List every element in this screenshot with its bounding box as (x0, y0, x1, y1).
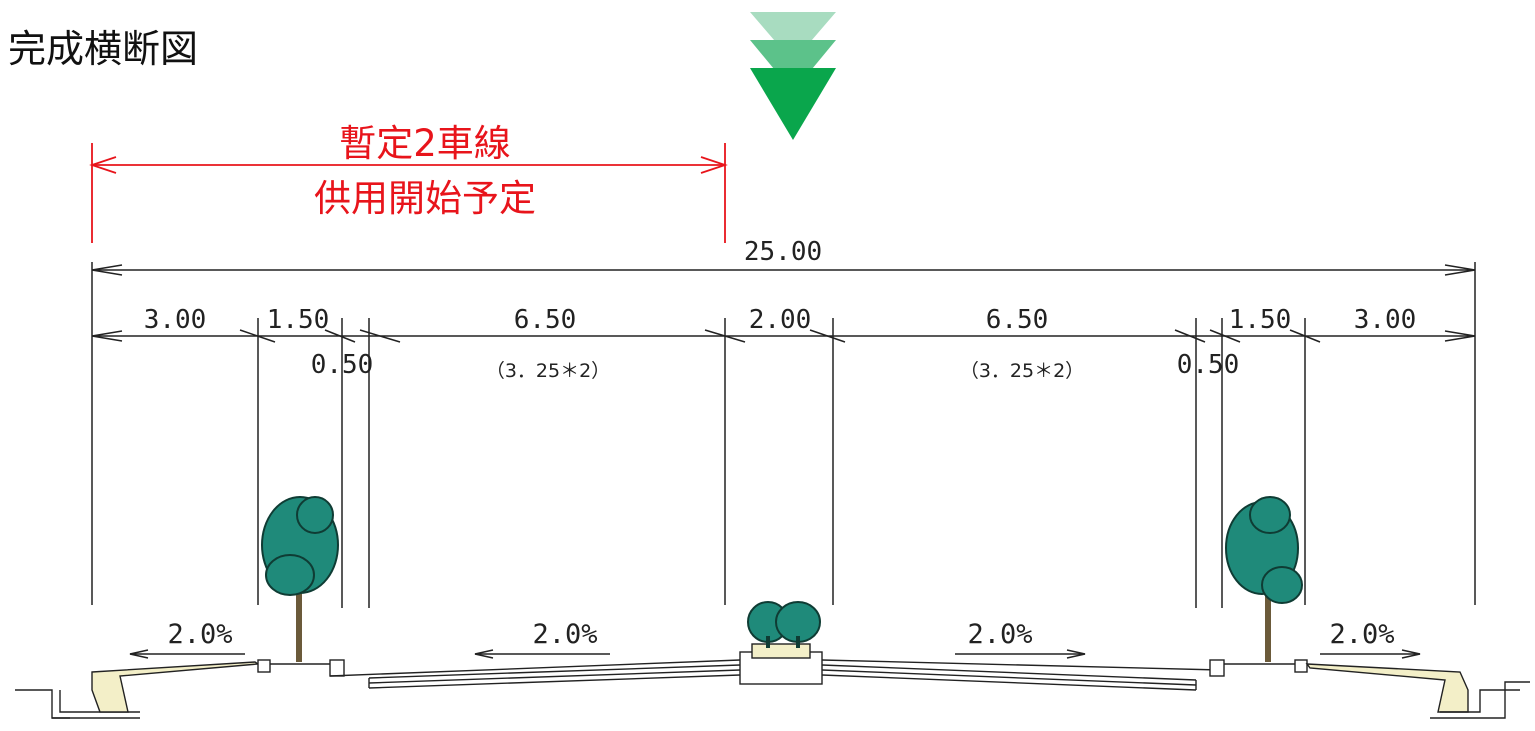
dim-lanes-right: 6.50 (986, 305, 1049, 335)
dim-sidewalk-right: 3.00 (1354, 305, 1417, 335)
arrow-down-light-icon (750, 12, 836, 62)
dim-shoulder-left: 0.50 (311, 350, 374, 380)
slope-arrows (129, 649, 1421, 659)
callout-dimension-line (89, 143, 728, 243)
arrow-down-dark-icon (750, 68, 836, 140)
dim-planting-right: 1.50 (1229, 305, 1292, 335)
dim-total: 25.00 (744, 237, 822, 267)
dim-median: 2.00 (749, 305, 812, 335)
tree-right-icon (1225, 496, 1303, 662)
arrow-down-mid-icon (750, 40, 836, 92)
dim-sidewalk-left: 3.00 (144, 305, 207, 335)
note-lanes-right: （3．25＊2） (960, 360, 1084, 382)
dim-lanes-left: 6.50 (514, 305, 577, 335)
callout-line-1: 暫定2車線 (339, 122, 511, 165)
slope-road-left: 2.0% (532, 619, 597, 650)
slope-sidewalk-right: 2.0% (1329, 619, 1394, 650)
dim-planting-left: 1.50 (267, 305, 330, 335)
dim-shoulder-right: 0.50 (1177, 350, 1240, 380)
median-shrub-icon (747, 601, 821, 648)
slope-sidewalk-left: 2.0% (167, 619, 232, 650)
tree-left-icon (261, 496, 339, 662)
dimension-lines (91, 262, 1476, 608)
note-lanes-left: （3．25＊2） (486, 360, 610, 382)
road-section (15, 643, 1530, 719)
slope-road-right: 2.0% (967, 619, 1032, 650)
callout-line-2: 供用開始予定 (314, 177, 536, 220)
drawing-title: 完成横断図 (8, 27, 199, 71)
